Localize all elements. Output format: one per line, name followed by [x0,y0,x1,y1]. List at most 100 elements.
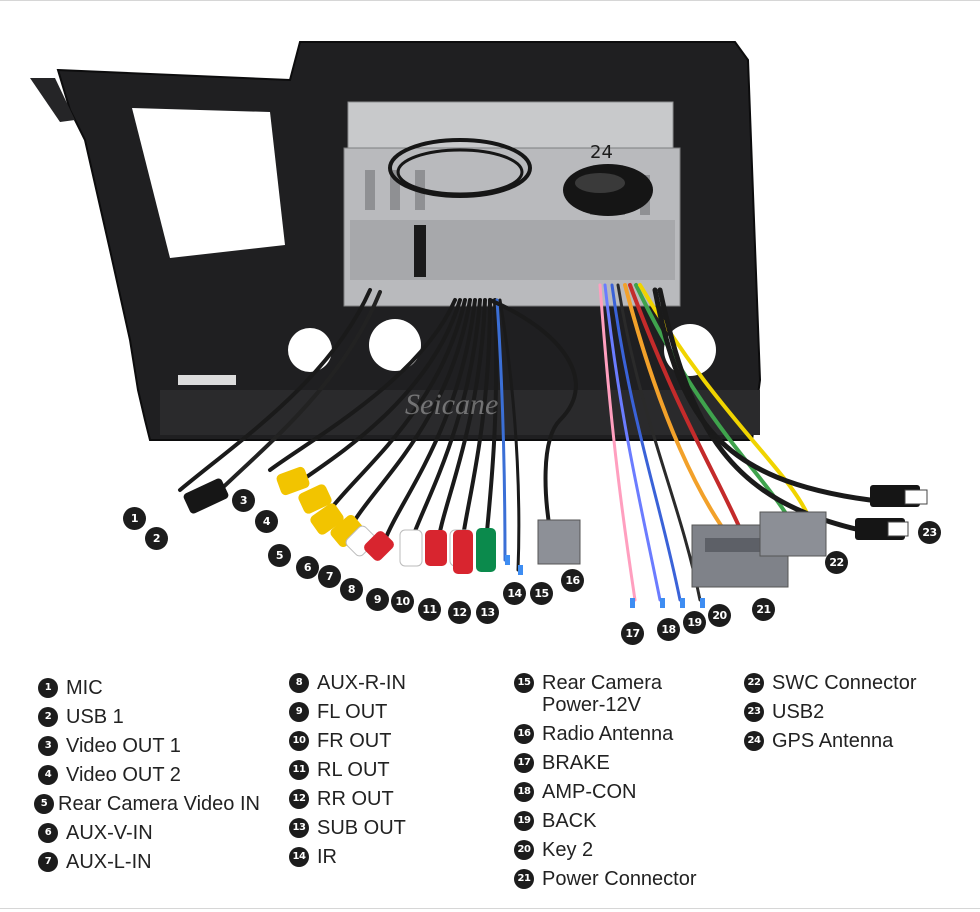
legend-item: 3 Video OUT 1 [38,735,260,757]
legend-label: USB 1 [66,706,124,728]
legend-label: Video OUT 1 [66,735,181,757]
legend-label: AUX-R-IN [317,672,406,694]
wifi-antenna [414,225,426,277]
legend-item: 23 USB2 [744,701,917,723]
callout-15: 15 [530,582,553,605]
watermark: Seicane [405,388,499,421]
legend-number: 7 [38,852,58,872]
top-border [0,0,980,1]
legend-label: Power Connector [542,868,697,890]
callout-18: 18 [657,618,680,641]
legend-number: 19 [514,811,534,831]
callout-2: 2 [145,527,168,550]
callout-3: 3 [232,489,255,512]
bottom-border [0,908,980,909]
legend-item: 21 Power Connector [514,868,697,890]
legend-label: FR OUT [317,730,392,752]
legend-item: 7 AUX-L-IN [38,851,260,873]
callout-9: 9 [366,588,389,611]
callout-21: 21 [752,598,775,621]
callout-11: 11 [418,598,441,621]
legend-number: 9 [289,702,309,722]
legend-number: 16 [514,724,534,744]
radio-antenna-connector [537,519,581,565]
legend-number: 15 [514,673,534,693]
legend-item: 13 SUB OUT [289,817,406,839]
legend-label: RL OUT [317,759,390,781]
legend-number: 1 [38,678,58,698]
callout-5: 5 [268,544,291,567]
legend-number: 21 [514,869,534,889]
swc-connector [759,511,827,557]
callout-10: 10 [391,590,414,613]
legend-label: Rear Camera Video IN [58,793,260,815]
usb1-plug [183,478,229,514]
legend-number: 6 [38,823,58,843]
frame-window [132,108,285,258]
legend-number: 3 [38,736,58,756]
rca-plugs [276,466,496,574]
callout-1: 1 [123,507,146,530]
vent-hole-center [369,319,421,371]
coiled-cable [388,138,532,198]
callout-8: 8 [340,578,363,601]
legend-number: 20 [514,840,534,860]
legend-label: AMP-CON [542,781,637,803]
legend-label: BACK [542,810,597,832]
callout-24: 24 [590,142,613,163]
legend-item: 2 USB 1 [38,706,260,728]
chassis-plate [350,220,675,280]
legend-number: 23 [744,702,764,722]
legend-number: 22 [744,673,764,693]
legend-number: 4 [38,765,58,785]
callout-4: 4 [255,510,278,533]
callout-7: 7 [318,565,341,588]
legend-item: 17 BRAKE [514,752,697,774]
legend-number: 13 [289,818,309,838]
legend-label: SUB OUT [317,817,406,839]
chassis-top [347,101,674,151]
legend-label: FL OUT [317,701,388,723]
vent-hole-left [288,328,332,372]
legend-item: 15 Rear Camera Power-12V [514,672,697,716]
wire-tips [505,555,705,608]
legend-label: Video OUT 2 [66,764,181,786]
legend-label: AUX-L-IN [66,851,152,873]
legend-number: 24 [744,731,764,751]
legend-item: 18 AMP-CON [514,781,697,803]
callout-16: 16 [561,569,584,592]
legend-label: IR [317,846,337,868]
callout-13: 13 [476,601,499,624]
legend-label: Rear Camera Power-12V [542,672,663,716]
legend-label: BRAKE [542,752,610,774]
legend-number: 2 [38,707,58,727]
callout-12: 12 [448,601,471,624]
legend-item: 12 RR OUT [289,788,406,810]
legend-item: 4 Video OUT 2 [38,764,260,786]
callout-6: 6 [296,556,319,579]
legend-number: 17 [514,753,534,773]
callout-23: 23 [918,521,941,544]
product-photo [30,41,928,608]
callout-19: 19 [683,611,706,634]
legend-number: 12 [289,789,309,809]
legend-label: USB2 [772,701,825,723]
legend-item: 19 BACK [514,810,697,832]
legend-number: 18 [514,782,534,802]
legend-label: RR OUT [317,788,394,810]
